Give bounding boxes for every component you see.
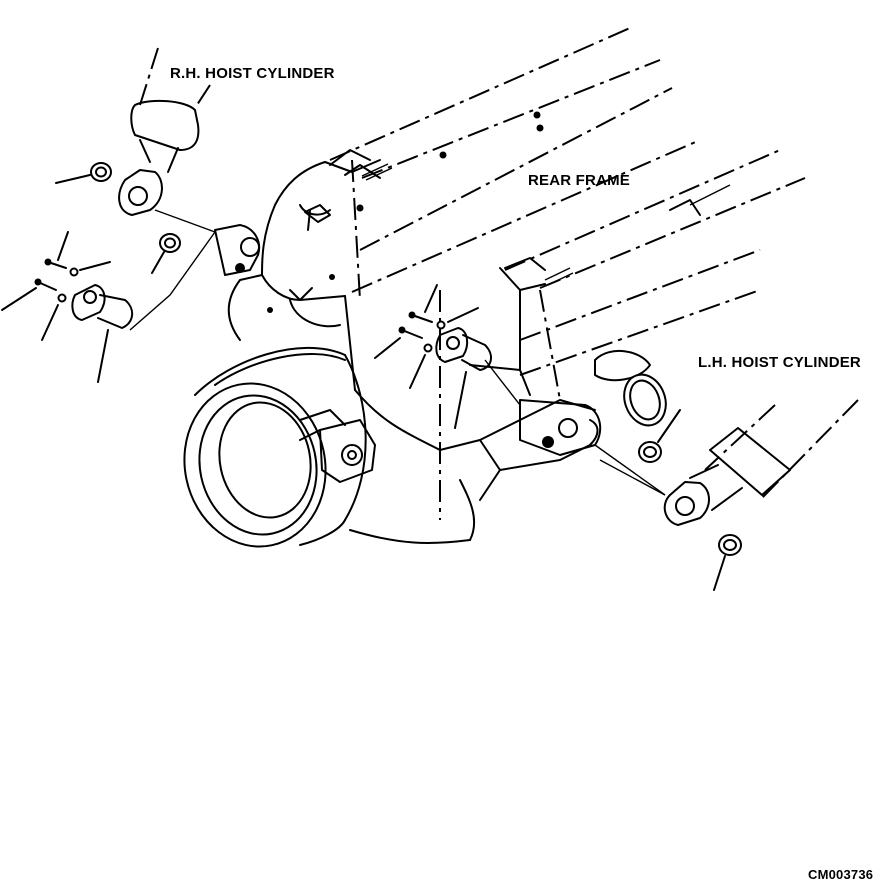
lh-pin-bracket	[519, 349, 667, 456]
lh-hoist-cylinder	[594, 399, 859, 591]
rear-frame-rails	[329, 27, 806, 520]
rh-hoist-cylinder-label: R.H. HOIST CYLINDER	[170, 65, 335, 82]
rear-frame-label: REAR FRAME	[528, 172, 630, 189]
lh-pin-assembly	[374, 284, 521, 429]
rh-pin-assembly	[1, 231, 134, 383]
hitch-ring	[183, 346, 376, 548]
rh-hoist-cylinder	[55, 47, 216, 331]
figure-id-label: CM003736	[808, 867, 874, 882]
rh-pin-bracket	[214, 224, 260, 276]
lh-hoist-cylinder-label: L.H. HOIST CYLINDER	[698, 354, 861, 371]
